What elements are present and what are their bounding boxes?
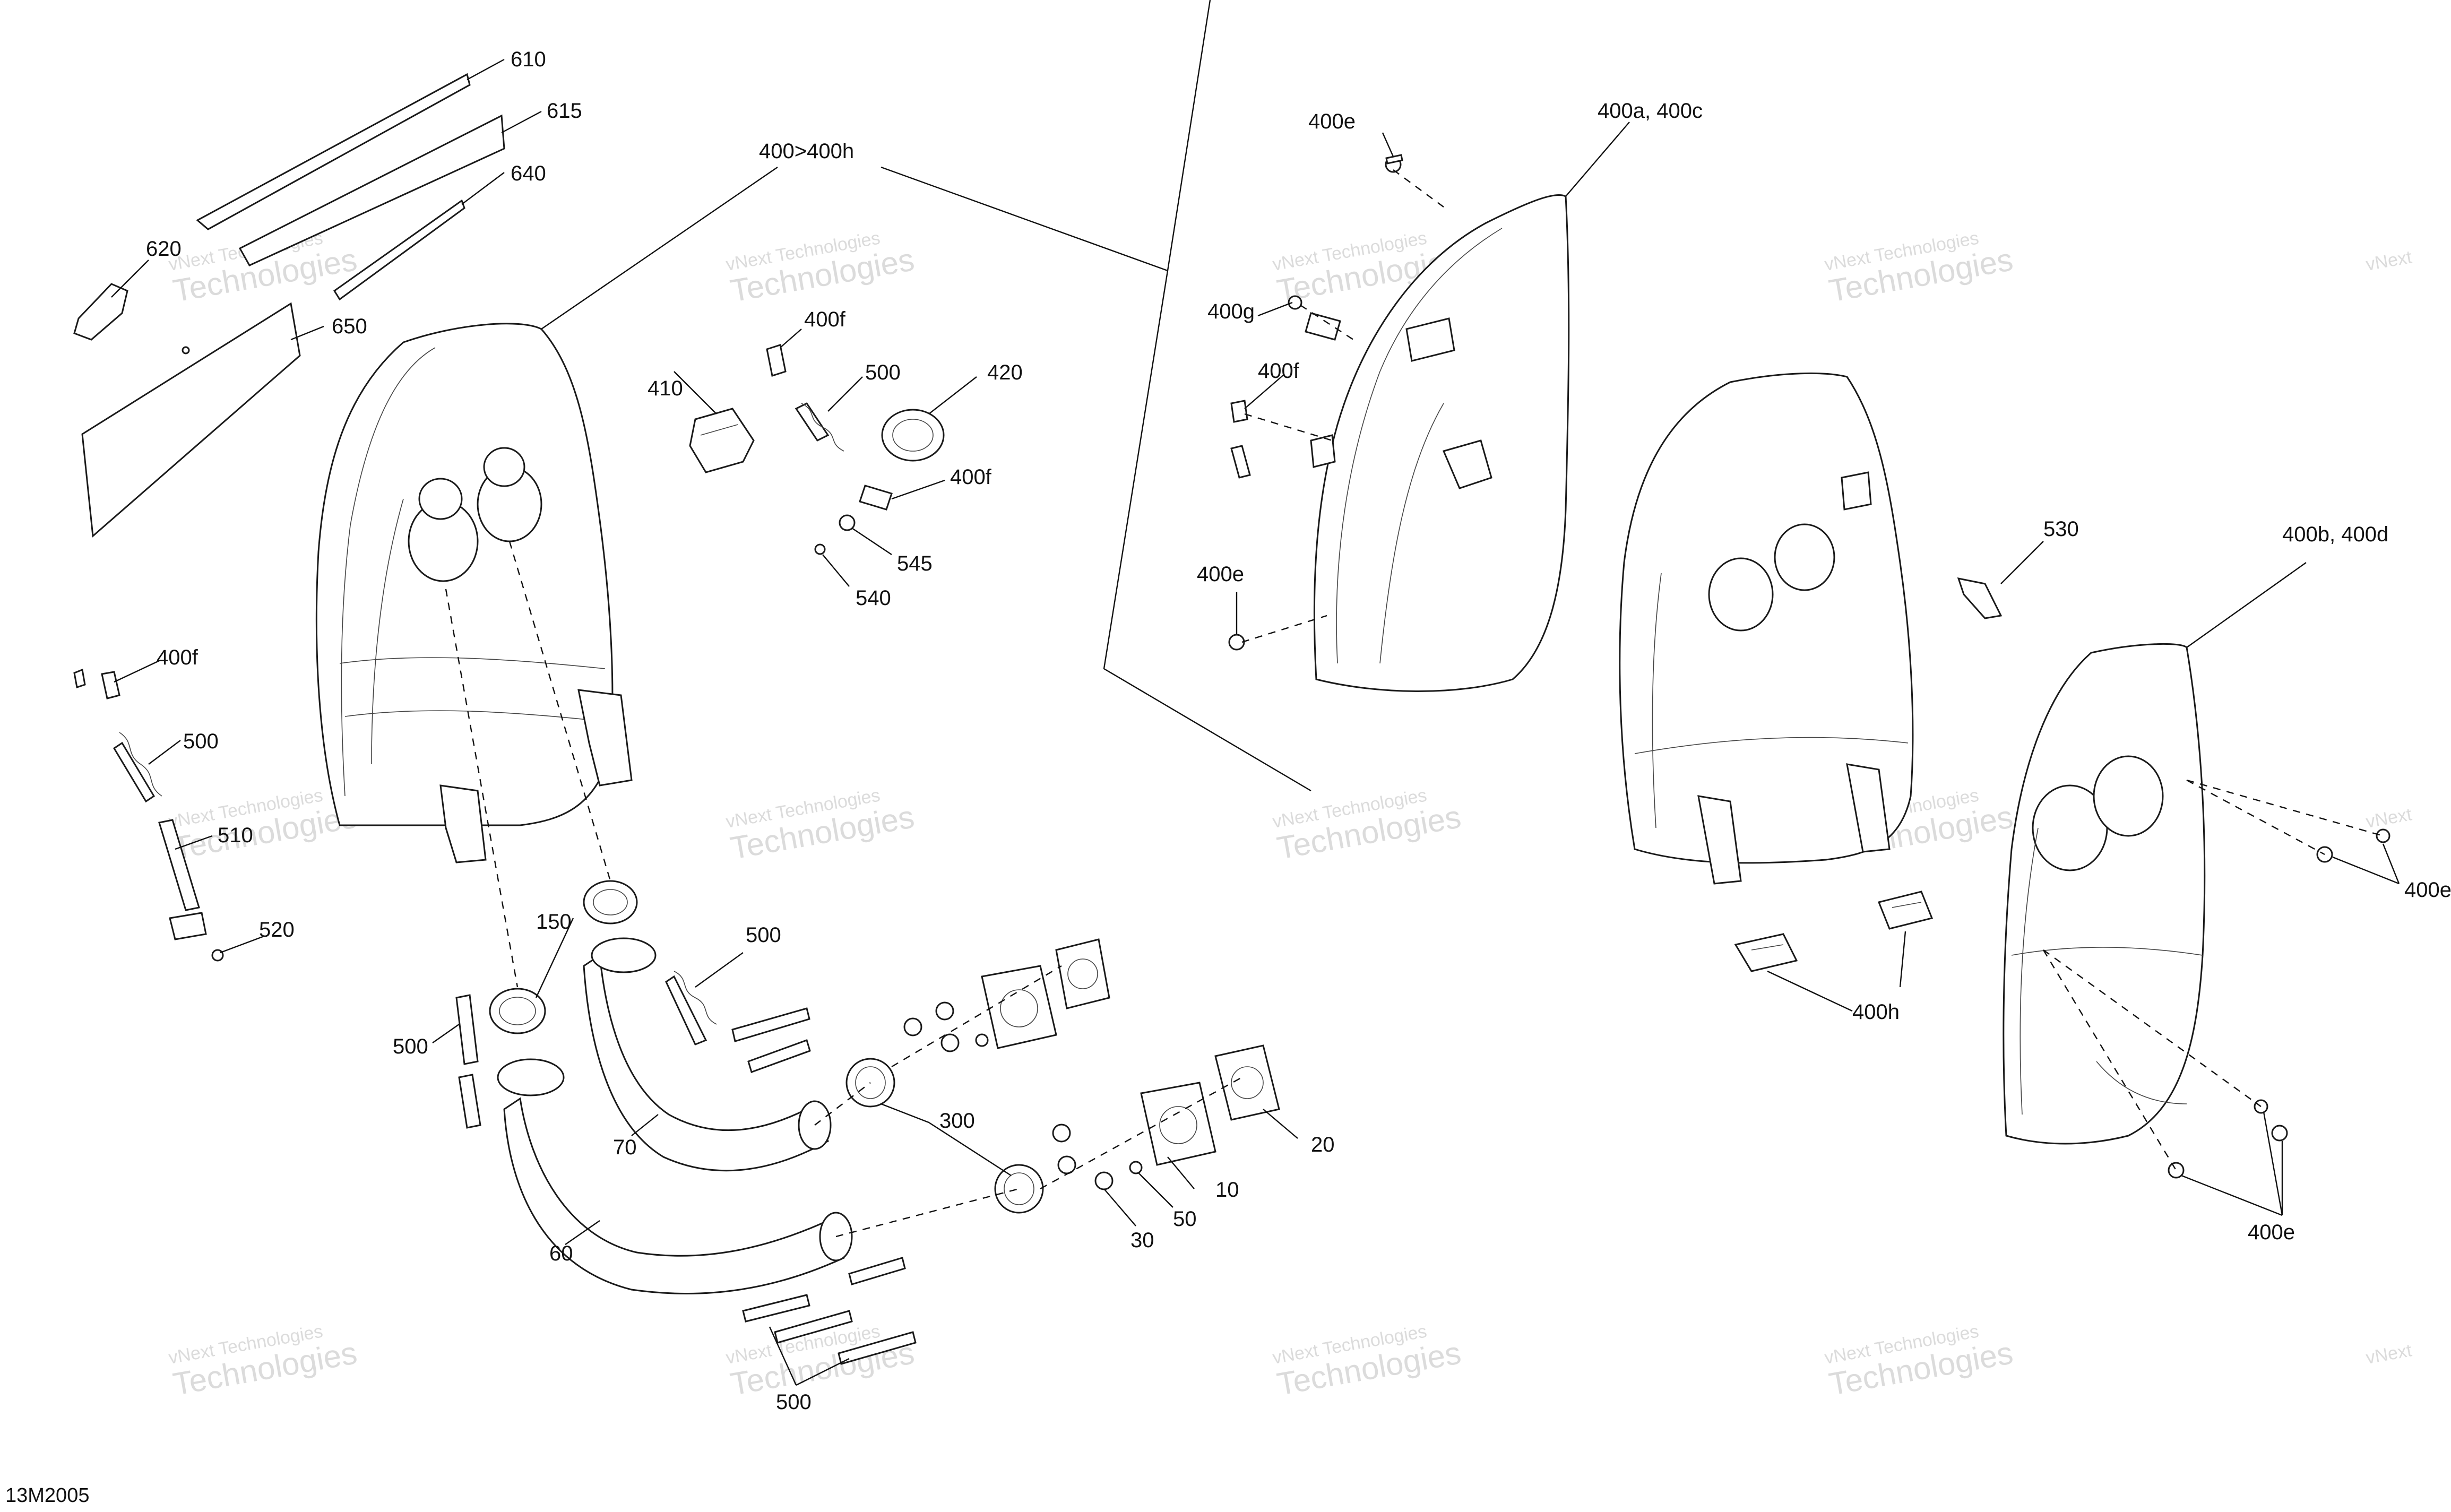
callout-60: 60 — [549, 1242, 573, 1265]
muffler-body-right — [1619, 372, 1914, 885]
callout-400f-d: 400f — [1258, 359, 1300, 383]
spring-400f-d — [1230, 445, 1251, 479]
clip-400f-b — [859, 485, 893, 511]
heat-strip-640 — [333, 199, 465, 301]
muffler-shell-400a-400c — [1310, 194, 1570, 692]
gasket-300-lower — [994, 1164, 1044, 1214]
fastener-400e-b — [1228, 634, 1245, 651]
callout-610: 610 — [511, 48, 546, 71]
callout-150: 150 — [536, 910, 572, 934]
clip-400f-d — [1230, 312, 1341, 423]
gasket-150-lower — [489, 988, 546, 1034]
heat-shield-650 — [81, 302, 301, 538]
group-separator-lines — [881, 0, 1311, 792]
callout-400f-a: 400f — [804, 308, 846, 331]
springs-500-c — [665, 971, 811, 1073]
callout-400e-c: 400e — [2404, 878, 2451, 902]
screw-540 — [814, 543, 826, 555]
callout-labels: 610 615 640 620 650 400>400h 400f 410 50… — [146, 48, 2451, 1414]
callout-400f-c: 400f — [157, 646, 199, 669]
springs-500-d — [455, 994, 481, 1129]
callout-500-c: 500 — [746, 923, 781, 947]
callout-400f-b: 400f — [950, 465, 992, 489]
svg-text:vNext: vNext — [2364, 1340, 2414, 1368]
watermark: vNext — [2364, 804, 2414, 832]
callout-400g: 400g — [1207, 300, 1255, 323]
callout-510: 510 — [218, 824, 253, 847]
watermark: vNext — [2364, 1340, 2414, 1368]
spring-500-b — [113, 732, 162, 803]
washers-50 — [975, 1033, 1143, 1174]
callout-400b-400d: 400b, 400d — [2282, 523, 2388, 546]
callout-540: 540 — [856, 586, 891, 610]
fastener-400e-a — [1385, 154, 1403, 173]
assembly-dash-lines — [445, 169, 2384, 1238]
callout-500-b: 500 — [183, 730, 219, 753]
callout-420: 420 — [987, 361, 1023, 384]
spring-500-a — [795, 402, 844, 452]
svg-text:vNext: vNext — [2364, 247, 2414, 275]
gasket-20 — [1214, 1044, 1280, 1121]
rubber-mount-410 — [689, 408, 755, 473]
callout-70: 70 — [613, 1136, 637, 1159]
bumper-400h-a — [1734, 933, 1798, 972]
callout-650: 650 — [332, 315, 367, 338]
springs-500-e — [742, 1257, 917, 1365]
muffler-shell-400b-400d — [2003, 643, 2206, 1145]
heat-strip-615 — [238, 114, 505, 266]
callout-50: 50 — [1173, 1207, 1197, 1231]
watermark: vNext — [2364, 247, 2414, 275]
washer-545 — [839, 514, 856, 531]
callout-530: 530 — [2043, 517, 2079, 541]
heat-strip-610 — [196, 73, 471, 230]
callout-400-400h: 400>400h — [759, 140, 854, 163]
leader-lines — [111, 58, 2400, 1386]
diagram-code: 13M2005 — [5, 1484, 89, 1507]
clip-530 — [1957, 577, 2003, 619]
callout-10: 10 — [1215, 1178, 1239, 1202]
callout-500-a: 500 — [865, 361, 901, 384]
callout-400h: 400h — [1852, 1000, 1900, 1024]
callout-410: 410 — [648, 377, 683, 400]
callout-300: 300 — [939, 1109, 975, 1133]
bolts-30 — [903, 1001, 1114, 1190]
callout-30: 30 — [1130, 1229, 1154, 1252]
clip-400f-c — [73, 668, 120, 699]
callout-520: 520 — [259, 918, 295, 941]
callout-500-d: 500 — [393, 1035, 428, 1058]
callout-640: 640 — [511, 162, 546, 185]
grommet-400g — [1288, 295, 1302, 310]
callout-400e-a: 400e — [1308, 110, 1356, 133]
callout-400a-400c: 400a, 400c — [1598, 99, 1703, 123]
muffler-assembly-left — [315, 323, 633, 863]
callout-400e-b: 400e — [1197, 563, 1244, 586]
callout-500-e: 500 — [776, 1390, 812, 1414]
flange-10-lower — [1140, 1082, 1216, 1166]
bracket-510 — [158, 819, 207, 940]
svg-text:vNext: vNext — [2364, 804, 2414, 832]
flange-10-upper — [981, 938, 1110, 1049]
callout-545: 545 — [897, 552, 933, 575]
callout-20: 20 — [1311, 1133, 1335, 1156]
cap-420 — [881, 409, 945, 462]
bracket-620 — [73, 283, 128, 341]
gasket-150-upper — [583, 880, 638, 925]
callout-615: 615 — [547, 99, 582, 123]
clip-400f-a — [766, 344, 787, 377]
callout-620: 620 — [146, 237, 182, 261]
callout-400e-d: 400e — [2248, 1221, 2295, 1244]
fasteners-400e-d — [2168, 1099, 2288, 1179]
bumper-400h-b — [1877, 891, 1934, 930]
